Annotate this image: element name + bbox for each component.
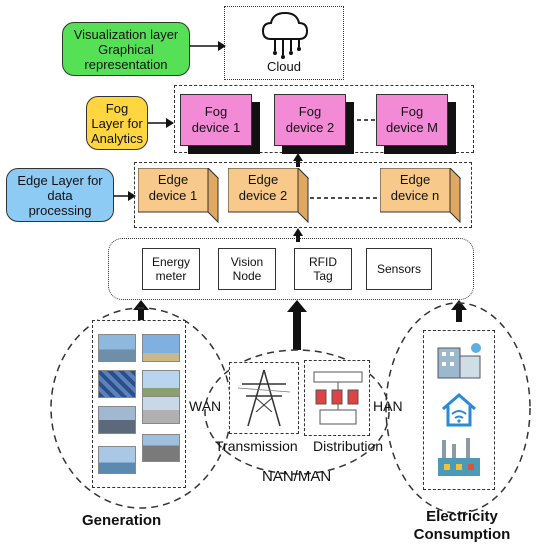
fog-layer-box: Fog Layer for Analytics xyxy=(86,96,148,150)
sensor-container xyxy=(108,238,474,300)
fog-device-2-line2: device 2 xyxy=(285,120,335,135)
sensor-sensors-line1: Sensors xyxy=(376,262,422,276)
edge-device-n-line2: device n xyxy=(390,188,440,203)
sensor-vision-line2: Node xyxy=(232,269,262,283)
sensor-energy-meter: Energy meter xyxy=(142,248,200,290)
edge-device-1-line2: device 1 xyxy=(148,188,198,203)
fog-layer-arrow xyxy=(148,118,174,128)
fog-layer-line1: Fog xyxy=(105,100,129,116)
edge-device-1-line1: Edge xyxy=(157,172,189,187)
sensor-vision-line1: Vision xyxy=(230,255,264,269)
transmission-label: Transmission xyxy=(215,438,298,454)
edge-to-fog-arrow xyxy=(293,153,303,167)
fog-device-m-line1: Fog xyxy=(400,104,424,119)
edge-layer-box: Edge Layer for data processing xyxy=(6,168,114,222)
fog-container xyxy=(174,85,474,153)
edge-container xyxy=(134,162,472,228)
network-up-arrow xyxy=(287,300,307,350)
fog-device-m: Fog device M xyxy=(376,94,448,146)
generation-label: Generation xyxy=(82,512,162,529)
wind-farm-image xyxy=(142,370,180,398)
sensor-energy-line1: Energy xyxy=(151,255,191,269)
cooling-tower-image xyxy=(142,434,180,462)
edge-layer-line3: processing xyxy=(28,202,92,218)
transmission-box xyxy=(229,362,299,434)
sensor-rfid-tag: RFID Tag xyxy=(294,248,352,290)
han-label: HAN xyxy=(373,398,403,414)
solar-panel-image xyxy=(98,370,136,398)
edge-layer-line1: Edge Layer for xyxy=(17,172,103,188)
edge-device-2-cube xyxy=(228,168,310,224)
fog-layer-line2: Layer for xyxy=(91,115,143,131)
edge-device-1-cube xyxy=(138,168,220,224)
sensor-rfid-line1: RFID xyxy=(309,255,337,269)
smart-home-icon xyxy=(442,393,476,427)
industry-icon xyxy=(438,438,480,476)
edge-device-2-line2: device 2 xyxy=(238,188,288,203)
edge-device-2-line1: Edge xyxy=(247,172,279,187)
wan-label: WAN xyxy=(189,398,222,414)
sensors-to-edge-arrow xyxy=(293,228,303,242)
edge-layer-arrow xyxy=(114,191,136,201)
distribution-substation-icon xyxy=(313,371,363,425)
cloud-icon xyxy=(261,11,309,59)
distribution-label: Distribution xyxy=(313,438,384,454)
fog-device-1: Fog device 1 xyxy=(180,94,252,146)
consumption-up-arrow xyxy=(451,300,467,322)
sensor-rfid-line2: Tag xyxy=(313,269,333,283)
nan-man-label: NAN/MAN xyxy=(262,468,332,485)
edge-device-1-label: Edge device 1 xyxy=(138,172,208,204)
hydro-dam-image xyxy=(98,334,136,362)
visualization-layer-box: Visualization layer Graphical representa… xyxy=(62,22,190,76)
edge-layer-line2: data xyxy=(47,187,73,203)
cloud-label: Cloud xyxy=(267,59,301,74)
sensor-vision-node: Vision Node xyxy=(218,248,276,290)
wind-turbine-image xyxy=(142,334,180,362)
consumption-label: Electricity Consumption xyxy=(412,508,512,544)
fog-device-1-line1: Fog xyxy=(204,104,228,119)
power-plant-image xyxy=(98,406,136,434)
storage-tanks-image xyxy=(142,396,180,424)
visualization-line3: representation xyxy=(84,56,168,72)
viz-to-cloud-arrow xyxy=(190,41,226,51)
fog-device-2-line1: Fog xyxy=(298,104,322,119)
edge-device-n-label: Edge device n xyxy=(380,172,450,204)
edge-device-n-line1: Edge xyxy=(399,172,431,187)
hydro-station-image xyxy=(98,446,136,474)
consumption-line1: Electricity xyxy=(426,508,498,525)
consumption-line2: Consumption xyxy=(413,526,511,543)
edge-device-2-label: Edge device 2 xyxy=(228,172,298,204)
visualization-line1: Visualization layer xyxy=(73,26,179,42)
fog-layer-line3: Analytics xyxy=(90,130,144,146)
fog-device-1-line2: device 1 xyxy=(191,120,241,135)
fog-device-m-line2: device M xyxy=(385,120,439,135)
fog-device-connector xyxy=(350,119,378,121)
visualization-line2: Graphical xyxy=(98,41,154,57)
edge-device-connector xyxy=(310,197,380,199)
cloud-box: Cloud xyxy=(224,6,344,80)
smart-building-icon xyxy=(437,343,481,379)
edge-device-n-cube xyxy=(380,168,462,224)
transmission-tower-icon xyxy=(238,369,290,427)
sensor-energy-line2: meter xyxy=(155,269,187,283)
sensor-sensors: Sensors xyxy=(366,248,432,290)
fog-device-2: Fog device 2 xyxy=(274,94,346,146)
generation-up-arrow xyxy=(133,300,149,322)
